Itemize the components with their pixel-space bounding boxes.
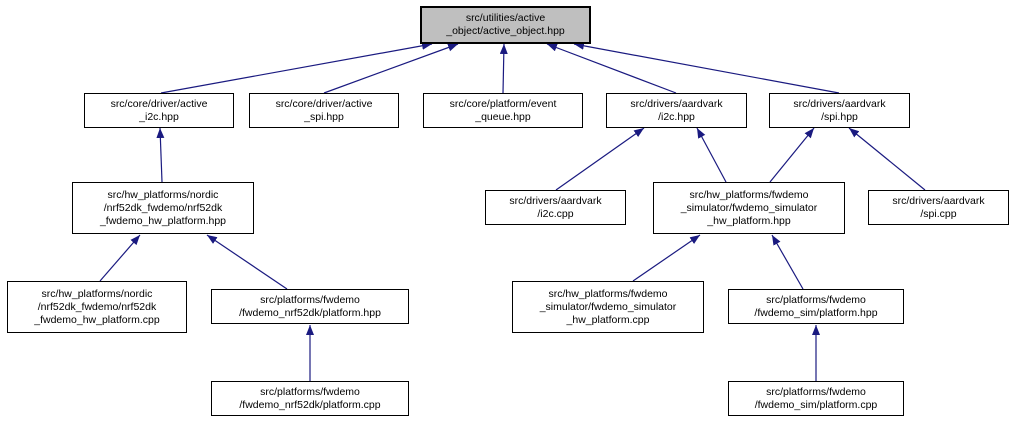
graph-node-fwdemo_sim_platform_cpp[interactable]: src/platforms/fwdemo/fwdemo_sim/platform…: [728, 381, 904, 416]
graph-node-label: src/core/platform/event_queue.hpp: [449, 97, 557, 123]
edge-nrf52dk_hw_platform_hpp-to-active_i2c_hpp: [156, 127, 165, 183]
graph-node-label: src/platforms/fwdemo/fwdemo_nrf52dk/plat…: [239, 293, 381, 319]
graph-node-label: src/hw_platforms/fwdemo_simulator/fwdemo…: [680, 188, 818, 227]
graph-node-fwdemo_sim_hw_platform_hpp[interactable]: src/hw_platforms/fwdemo_simulator/fwdemo…: [653, 182, 845, 234]
graph-node-label: src/drivers/aardvark/spi.cpp: [892, 194, 985, 220]
edge-fwdemo_sim_hw_platform_hpp-to-aardvark_spi_hpp: [769, 127, 815, 183]
graph-node-active_object_hpp[interactable]: src/utilities/active_object/active_objec…: [420, 6, 591, 44]
graph-node-fwdemo_sim_hw_platform_cpp[interactable]: src/hw_platforms/fwdemo_simulator/fwdemo…: [512, 281, 704, 333]
graph-node-nrf52dk_platform_cpp[interactable]: src/platforms/fwdemo/fwdemo_nrf52dk/plat…: [211, 381, 409, 416]
graph-node-aardvark_spi_cpp[interactable]: src/drivers/aardvark/spi.cpp: [868, 190, 1009, 225]
edge-fwdemo_sim_hw_platform_hpp-to-aardvark_i2c_hpp: [696, 127, 727, 183]
graph-node-label: src/hw_platforms/fwdemo_simulator/fwdemo…: [539, 287, 677, 326]
graph-node-label: src/drivers/aardvark/i2c.cpp: [509, 194, 602, 220]
graph-node-label: src/core/driver/active_spi.hpp: [275, 97, 373, 123]
edge-aardvark_spi_cpp-to-aardvark_spi_hpp: [848, 127, 926, 191]
graph-node-label: src/platforms/fwdemo/fwdemo_sim/platform…: [754, 385, 878, 411]
graph-node-nrf52dk_hw_platform_cpp[interactable]: src/hw_platforms/nordic/nrf52dk_fwdemo/n…: [7, 281, 187, 333]
graph-node-nrf52dk_platform_hpp[interactable]: src/platforms/fwdemo/fwdemo_nrf52dk/plat…: [211, 289, 409, 324]
edge-fwdemo_sim_hw_platform_cpp-to-fwdemo_sim_hw_platform_hpp: [632, 234, 701, 282]
graph-node-label: src/drivers/aardvark/i2c.hpp: [630, 97, 723, 123]
graph-node-label: src/core/driver/active_i2c.hpp: [110, 97, 208, 123]
graph-node-label: src/hw_platforms/nordic/nrf52dk_fwdemo/n…: [34, 287, 160, 326]
graph-node-label: src/drivers/aardvark/spi.hpp: [793, 97, 886, 123]
edge-fwdemo_sim_platform_hpp-to-fwdemo_sim_hw_platform_hpp: [771, 234, 804, 290]
edge-nrf52dk_hw_platform_cpp-to-nrf52dk_hw_platform_hpp: [99, 234, 141, 282]
graph-node-active_spi_hpp[interactable]: src/core/driver/active_spi.hpp: [249, 93, 399, 128]
graph-node-active_i2c_hpp[interactable]: src/core/driver/active_i2c.hpp: [84, 93, 234, 128]
graph-node-event_queue_hpp[interactable]: src/core/platform/event_queue.hpp: [423, 93, 583, 128]
graph-node-aardvark_i2c_cpp[interactable]: src/drivers/aardvark/i2c.cpp: [485, 190, 626, 225]
graph-node-label: src/hw_platforms/nordic/nrf52dk_fwdemo/n…: [99, 188, 227, 227]
edge-aardvark_spi_hpp-to-active_object_hpp: [573, 41, 840, 94]
edge-active_i2c_hpp-to-active_object_hpp: [160, 41, 433, 94]
graph-node-label: src/utilities/active_object/active_objec…: [446, 12, 565, 37]
graph-node-label: src/platforms/fwdemo/fwdemo_sim/platform…: [754, 293, 878, 319]
edge-event_queue_hpp-to-active_object_hpp: [499, 43, 508, 94]
edge-nrf52dk_platform_hpp-to-nrf52dk_hw_platform_hpp: [206, 234, 288, 290]
edge-aardvark_i2c_hpp-to-active_object_hpp: [546, 43, 677, 94]
graph-node-nrf52dk_hw_platform_hpp[interactable]: src/hw_platforms/nordic/nrf52dk_fwdemo/n…: [72, 182, 254, 234]
edge-group: [99, 41, 926, 381]
graph-node-label: src/platforms/fwdemo/fwdemo_nrf52dk/plat…: [239, 385, 381, 411]
graph-node-aardvark_spi_hpp[interactable]: src/drivers/aardvark/spi.hpp: [769, 93, 910, 128]
graph-node-fwdemo_sim_platform_hpp[interactable]: src/platforms/fwdemo/fwdemo_sim/platform…: [728, 289, 904, 324]
edge-aardvark_i2c_cpp-to-aardvark_i2c_hpp: [555, 127, 645, 191]
edge-active_spi_hpp-to-active_object_hpp: [323, 43, 459, 94]
graph-node-aardvark_i2c_hpp[interactable]: src/drivers/aardvark/i2c.hpp: [606, 93, 747, 128]
